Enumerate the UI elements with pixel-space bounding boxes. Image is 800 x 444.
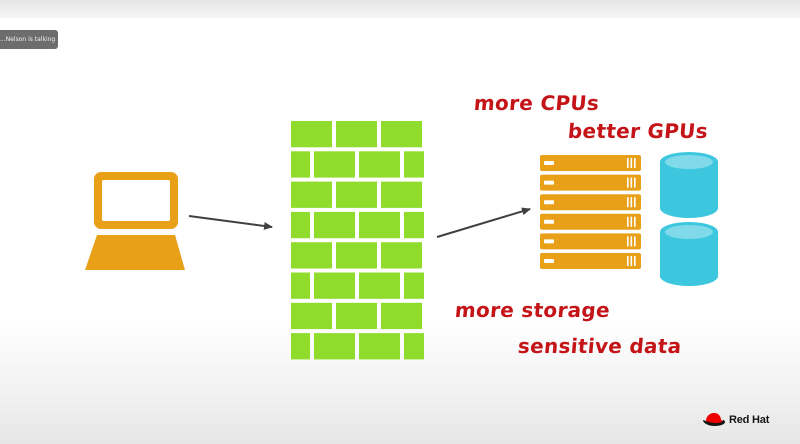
- firewall-brick: [404, 272, 424, 299]
- firewall-brick: [359, 333, 400, 360]
- firewall-brick: [404, 211, 424, 239]
- firewall-brick: [336, 242, 377, 269]
- firewall-brick: [336, 302, 377, 330]
- server-unit: [540, 233, 641, 250]
- annotation-more-cpus: more CPUs: [472, 91, 601, 115]
- arrow-icon: [188, 215, 273, 230]
- speaker-indicator: ...Nelson is talking: [0, 30, 58, 49]
- red-hat-logo: Red Hat: [702, 409, 769, 431]
- firewall-brick: [359, 272, 400, 299]
- firewall-brick: [359, 211, 400, 239]
- firewall-brick: [336, 121, 377, 148]
- annotation-sensitive-data: sensitive data: [516, 334, 683, 358]
- firewall-brick: [291, 302, 332, 330]
- firewall-brick: [291, 333, 310, 360]
- firewall-brick: [404, 333, 424, 360]
- arrow-icon: [436, 207, 531, 238]
- firewall-brick: [314, 333, 355, 360]
- firewall-brick: [314, 211, 355, 239]
- red-hat-icon: [703, 413, 725, 426]
- firewall-brick: [314, 151, 355, 178]
- firewall-brick: [291, 272, 310, 299]
- server-unit: [540, 155, 641, 171]
- firewall-brick: [314, 272, 355, 299]
- laptop-icon: [85, 172, 185, 270]
- firewall-icon: [291, 121, 424, 360]
- server-rack-icon: [540, 155, 641, 269]
- brand-name: Red Hat: [729, 414, 770, 426]
- firewall-brick: [381, 121, 422, 148]
- firewall-brick: [404, 151, 424, 178]
- firewall-brick: [291, 242, 332, 269]
- firewall-brick: [291, 181, 332, 208]
- annotation-more-storage: more storage: [453, 298, 612, 322]
- database-icon: [660, 222, 718, 286]
- server-unit: [540, 213, 641, 230]
- server-unit: [540, 194, 641, 211]
- database-icon: [660, 152, 718, 218]
- firewall-brick: [291, 211, 310, 239]
- firewall-brick: [381, 181, 422, 208]
- server-unit: [540, 174, 641, 191]
- firewall-brick: [291, 121, 332, 148]
- firewall-brick: [359, 151, 400, 178]
- firewall-brick: [381, 302, 422, 330]
- server-unit: [540, 253, 641, 269]
- firewall-brick: [291, 151, 310, 178]
- annotation-better-gpus: better GPUs: [566, 119, 709, 143]
- firewall-brick: [381, 242, 422, 269]
- window-top-strip: [0, 0, 800, 18]
- firewall-brick: [336, 181, 377, 208]
